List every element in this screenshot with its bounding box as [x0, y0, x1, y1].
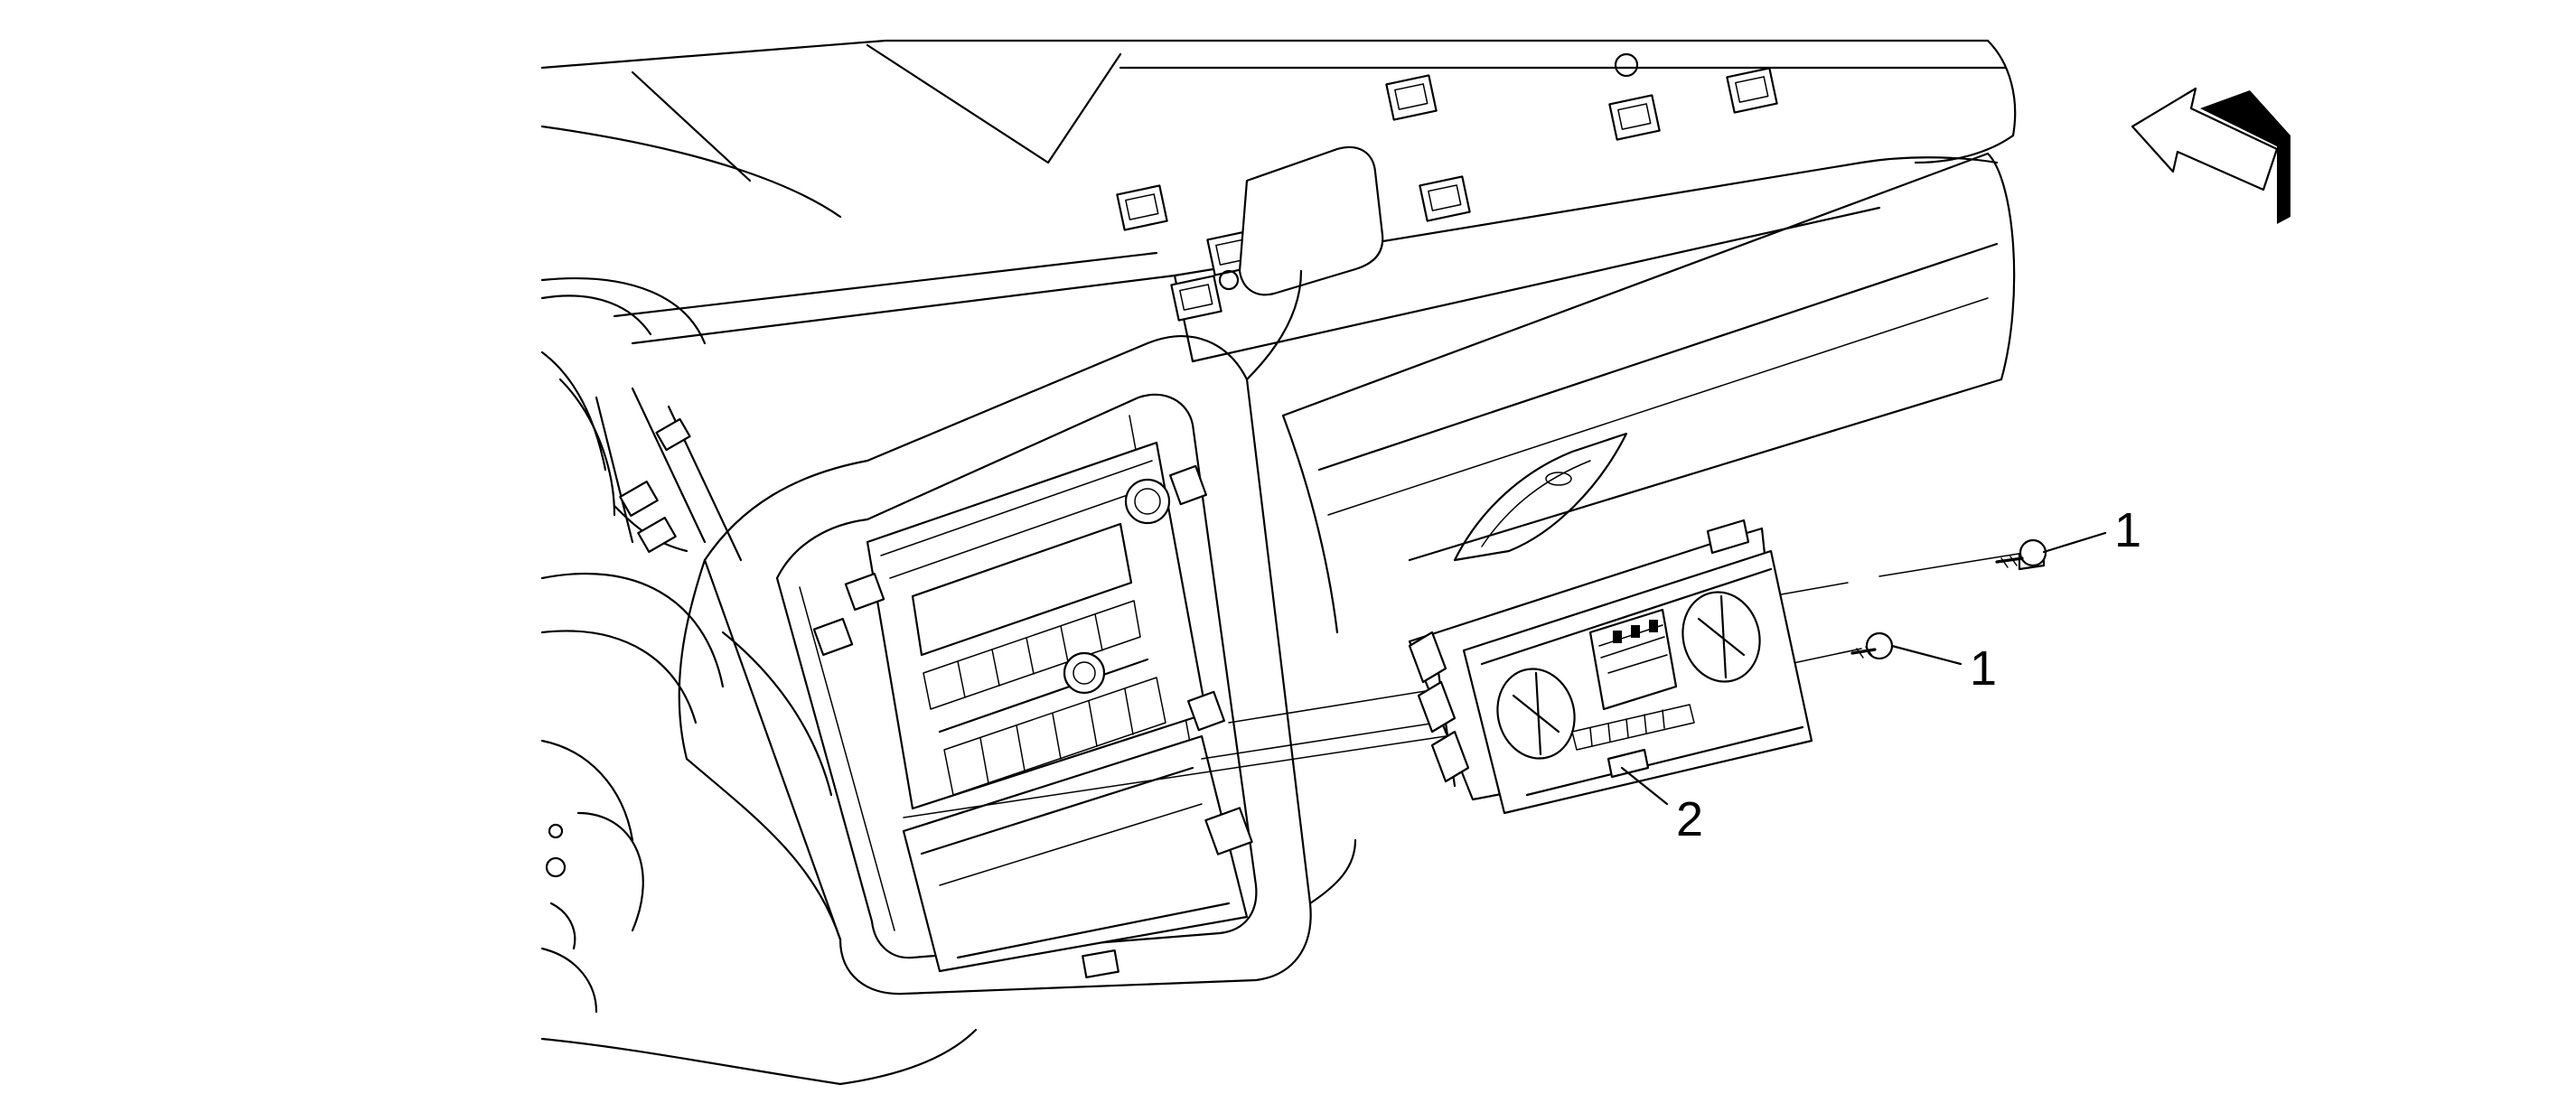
direction-of-view-arrow-icon: [2131, 87, 2290, 224]
instrument-panel: [540, 39, 2017, 1086]
callout-label-screw-lower: 1: [1970, 641, 1997, 696]
callout-leaders: [1620, 531, 2107, 806]
screw-lower: [1850, 631, 1894, 660]
climate-control-module: [1408, 519, 1813, 815]
callout-label-control-module: 2: [1676, 792, 1703, 846]
storage-pocket: [902, 734, 1253, 979]
screw-upper: [1995, 538, 2047, 571]
radio-unit: [812, 441, 1226, 810]
callout-label-screw-upper: 1: [2114, 503, 2141, 557]
